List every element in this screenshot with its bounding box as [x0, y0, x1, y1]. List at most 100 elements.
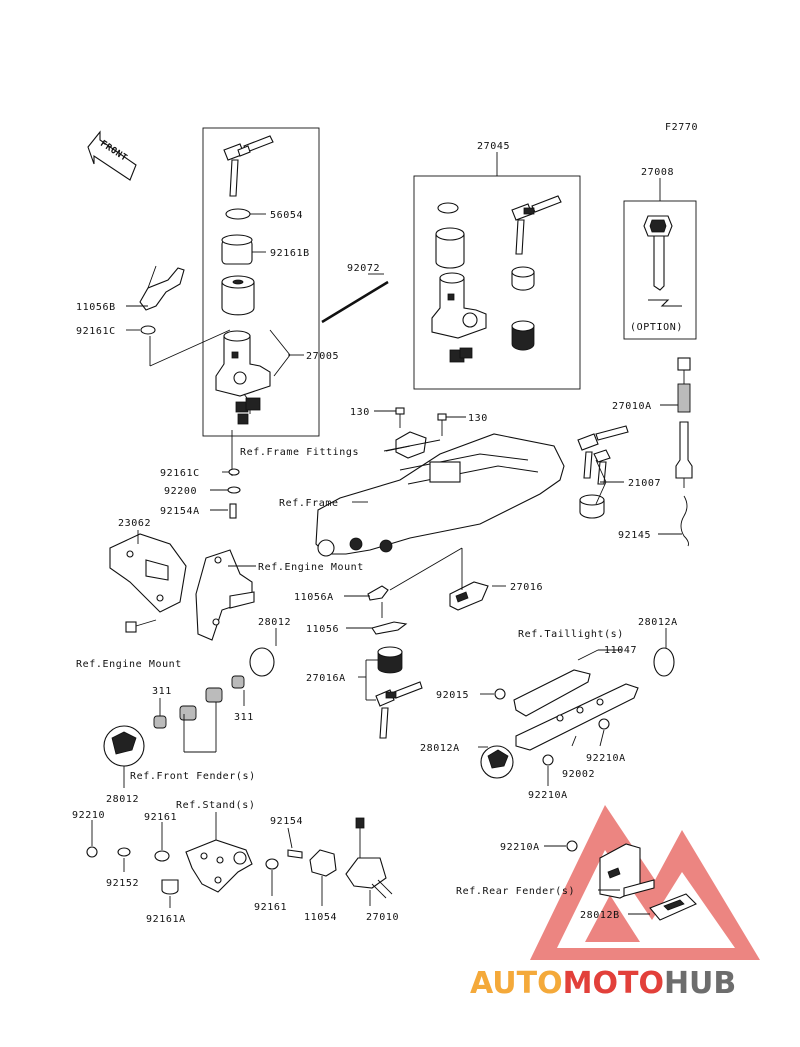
- washer-92152: [117, 847, 131, 857]
- plate-11054: [309, 849, 337, 877]
- label-ref-rear-fender: Ref.Rear Fender(s): [456, 886, 575, 897]
- label-92154A: 92154A: [160, 506, 200, 517]
- label-21007: 21007: [628, 478, 661, 489]
- label-ref-frame-fittings: Ref.Frame Fittings: [240, 447, 359, 458]
- washer-56054: [225, 208, 251, 220]
- washer-27045: [437, 202, 459, 214]
- label-92210A-right: 92210A: [586, 753, 626, 764]
- nut-92210: [86, 846, 98, 858]
- label-92210A-center: 92210A: [528, 790, 568, 801]
- label-11056: 11056: [306, 624, 339, 635]
- nut-92210A-a: [598, 718, 610, 730]
- damper-28012A-right: [653, 647, 675, 677]
- label-92161C-lower: 92161C: [160, 468, 200, 479]
- rear-fender-bracket: [566, 840, 655, 899]
- label-56054: 56054: [270, 210, 303, 221]
- bracket-11047: [513, 669, 639, 751]
- damper-28012A-left: [480, 745, 514, 779]
- label-130-left: 130: [350, 407, 370, 418]
- label-ref-stand: Ref.Stand(s): [176, 800, 255, 811]
- label-27016A: 27016A: [306, 673, 346, 684]
- label-92210: 92210: [72, 810, 105, 821]
- lock-27016A: [375, 646, 423, 739]
- bracket-11056B: [139, 265, 185, 311]
- spring-92145: [680, 495, 689, 547]
- key-pair-27045: [511, 195, 562, 255]
- label-92161B: 92161B: [270, 248, 310, 259]
- label-28012-bottom: 28012: [106, 794, 139, 805]
- switch-27010A: [675, 357, 693, 488]
- label-23062: 23062: [118, 518, 151, 529]
- label-28012B: 28012B: [580, 910, 620, 921]
- label-92152: 92152: [106, 878, 139, 889]
- label-28012A-left: 28012A: [420, 743, 460, 754]
- label-ref-engine-mount-left: Ref.Engine Mount: [76, 659, 182, 670]
- washer-92161-b: [265, 858, 279, 870]
- label-11054: 11054: [304, 912, 337, 923]
- bolts-130: [395, 407, 447, 436]
- frame-assembly: [315, 431, 565, 557]
- label-92161-bottom: 92161: [254, 902, 287, 913]
- label-92015: 92015: [436, 690, 469, 701]
- label-ref-front-fender: Ref.Front Fender(s): [130, 771, 256, 782]
- nut-92015: [494, 688, 506, 700]
- cylinder-cover: [221, 275, 255, 316]
- label-ref-frame: Ref.Frame: [279, 498, 339, 509]
- label-92154: 92154: [270, 816, 303, 827]
- collars-311: [153, 675, 245, 729]
- label-ref-engine-mount-right: Ref.Engine Mount: [258, 562, 364, 573]
- label-ref-taillight: Ref.Taillight(s): [518, 629, 624, 640]
- label-27045: 27045: [477, 141, 510, 152]
- keys-21007: [577, 425, 629, 519]
- bolt-ref-engine-mount: [125, 619, 157, 633]
- damper-28012B: [649, 893, 697, 921]
- leader-lines: [91, 152, 682, 915]
- label-130-right: 130: [468, 413, 488, 424]
- label-92002: 92002: [562, 769, 595, 780]
- engine-mount-bracket: [195, 549, 255, 641]
- cap-92161A: [161, 879, 179, 895]
- damper-28012-bottom: [103, 725, 145, 767]
- label-92161C-upper: 92161C: [76, 326, 116, 337]
- option-key-27008: [643, 215, 682, 307]
- label-92145: 92145: [618, 530, 651, 541]
- lock-cylinder-27045: [511, 320, 535, 351]
- watermark-text: AUTOMOTOHUB: [470, 966, 736, 1001]
- bracket-23062: [109, 533, 187, 613]
- cable-tie-92072: [321, 280, 389, 324]
- stand-bracket: [185, 839, 253, 893]
- ignition-switch-27005: [215, 330, 271, 425]
- bracket-27016: [449, 581, 489, 611]
- label-92210A-rear: 92210A: [500, 842, 540, 853]
- plate-11056: [371, 621, 408, 635]
- label-92072: 92072: [347, 263, 380, 274]
- washer-92161C-upper: [140, 325, 156, 335]
- bolt-92154: [287, 849, 303, 859]
- label-11056B: 11056B: [76, 302, 116, 313]
- switch-27010: [345, 817, 393, 899]
- label-311-left: 311: [152, 686, 172, 697]
- lock-cap-27045: [511, 266, 535, 291]
- damper-28012-top: [249, 647, 275, 677]
- label-92161A: 92161A: [146, 914, 186, 925]
- cap-27045: [435, 227, 465, 269]
- label-92200: 92200: [164, 486, 197, 497]
- label-11056A: 11056A: [294, 592, 334, 603]
- label-28012-top: 28012: [258, 617, 291, 628]
- option-text: (OPTION): [630, 322, 683, 333]
- label-27016: 27016: [510, 582, 543, 593]
- label-311-right: 311: [234, 712, 254, 723]
- label-27008: 27008: [641, 167, 674, 178]
- washer-92161-a: [154, 850, 170, 862]
- key-pair-top: [223, 135, 274, 197]
- label-28012A-top: 28012A: [638, 617, 678, 628]
- ignition-set-box: [202, 127, 320, 437]
- label-27005: 27005: [306, 351, 339, 362]
- cap-92161B: [221, 234, 253, 265]
- bracket-11056A: [367, 585, 389, 618]
- nut-92210A-b: [542, 754, 554, 766]
- front-arrow-icon: FRONT: [87, 130, 137, 181]
- ignition-switch-27045: [431, 272, 487, 363]
- figure-code: F2770: [665, 122, 698, 133]
